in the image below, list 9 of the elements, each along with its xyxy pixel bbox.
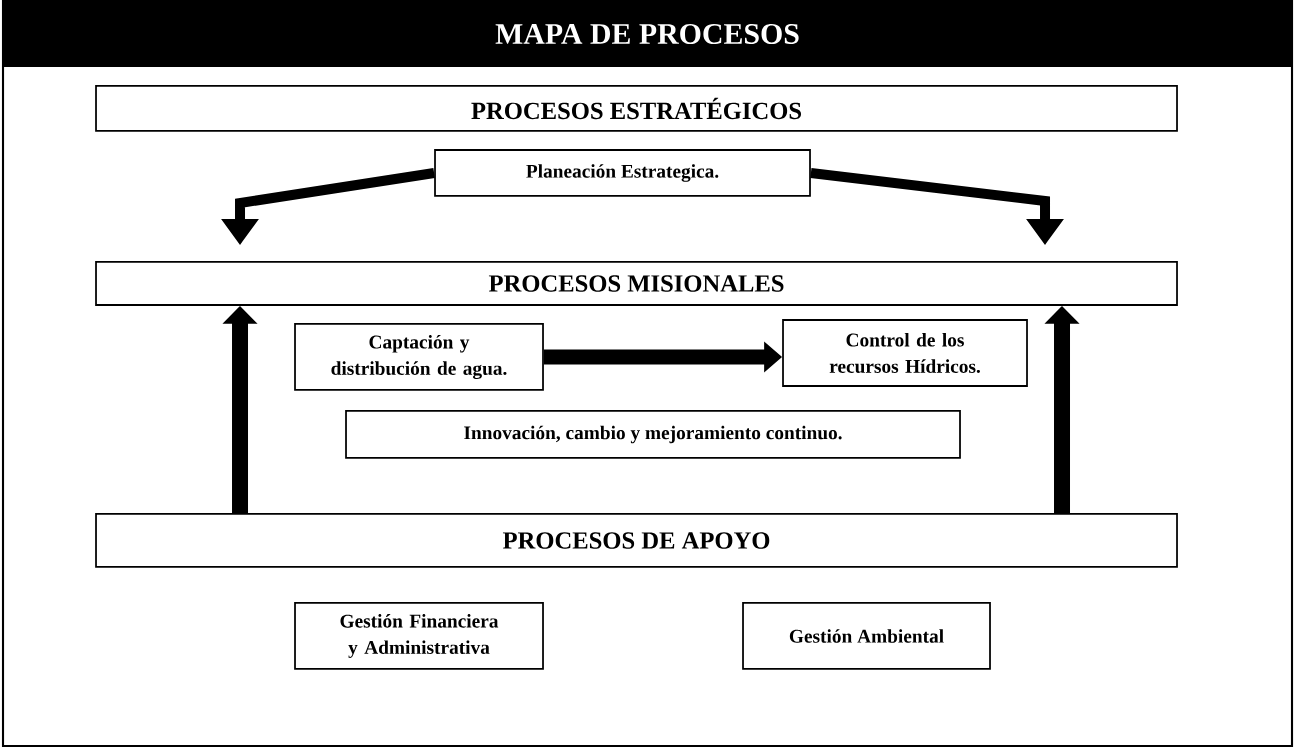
process-box: Captación y distribución de agua.	[294, 323, 544, 391]
process-box: Gestión Ambiental	[742, 602, 991, 670]
process-box: Control de los recursos Hídricos.	[782, 319, 1028, 387]
process-box: Innovación, cambio y mejoramiento continuo.	[345, 410, 961, 459]
category-band: PROCESOS DE APOYO	[95, 513, 1178, 568]
process-box: Gestión Financiera y Administrativa	[294, 602, 544, 670]
category-band: PROCESOS MISIONALES	[95, 261, 1178, 306]
category-band: PROCESOS ESTRATÉGICOS	[95, 85, 1178, 132]
process-box: Planeación Estrategica.	[434, 149, 811, 197]
